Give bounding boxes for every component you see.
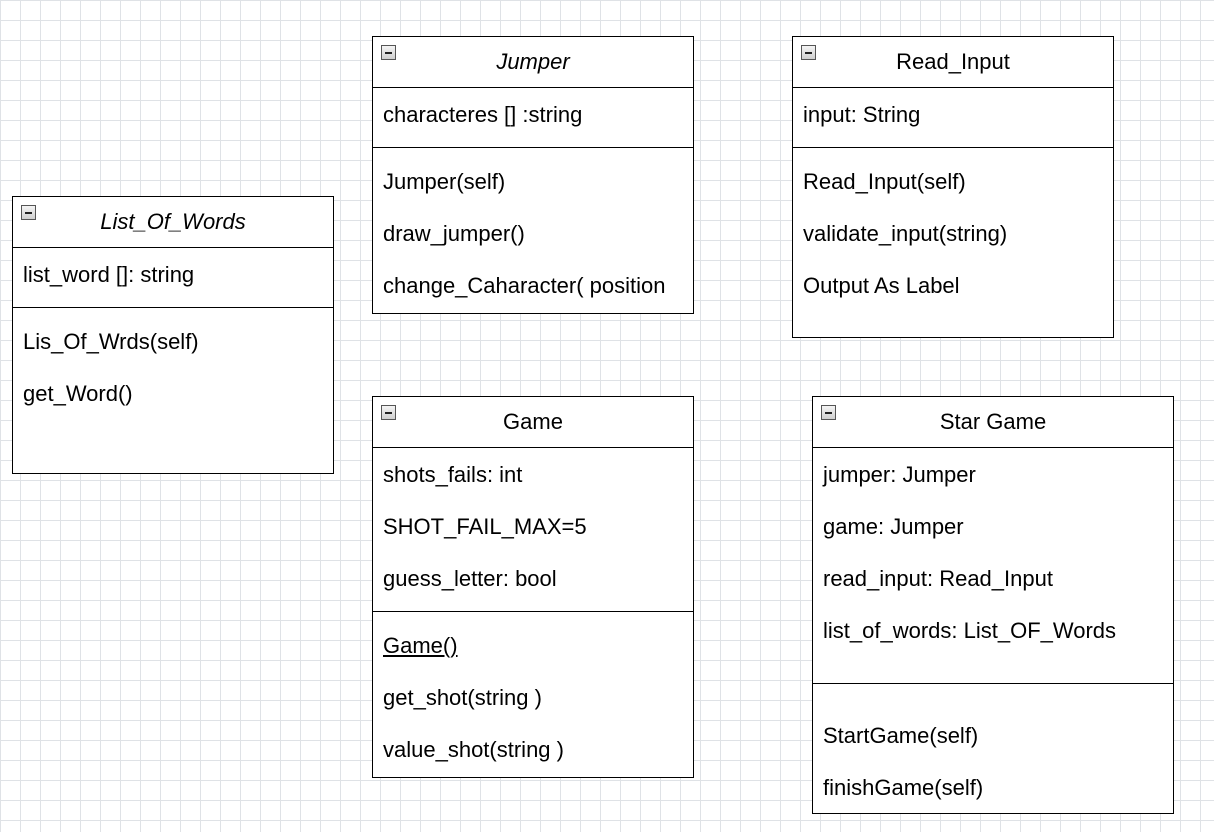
methods-section: Game() get_shot(string ) value_shot(stri… xyxy=(373,612,693,776)
attribute[interactable]: jumper: Jumper xyxy=(823,462,976,487)
method[interactable]: Lis_Of_Wrds(self) xyxy=(23,329,199,354)
class-header: Read_Input xyxy=(793,37,1113,88)
method[interactable]: change_Caharacter( position xyxy=(383,273,666,298)
attributes-section: characteres [] :string xyxy=(373,88,693,148)
class-name: Jumper xyxy=(496,49,570,74)
class-header: Jumper xyxy=(373,37,693,88)
attributes-section: list_word []: string xyxy=(13,248,333,308)
method[interactable]: value_shot(string ) xyxy=(383,737,564,762)
attribute[interactable]: game: Jumper xyxy=(823,514,964,539)
attribute[interactable]: SHOT_FAIL_MAX=5 xyxy=(383,514,587,539)
attribute[interactable]: list_word []: string xyxy=(23,262,195,287)
attributes-section: shots_fails: int SHOT_FAIL_MAX=5 guess_l… xyxy=(373,448,693,612)
method[interactable]: Game() xyxy=(383,633,458,658)
method[interactable]: Read_Input(self) xyxy=(803,169,966,194)
attributes-section: input: String xyxy=(793,88,1113,148)
attributes-section: jumper: Jumper game: Jumper read_input: … xyxy=(813,448,1173,684)
class-name: Game xyxy=(503,409,563,434)
attribute[interactable]: characteres [] :string xyxy=(383,102,583,127)
class-header: List_Of_Words xyxy=(13,197,333,248)
class-header: Star Game xyxy=(813,397,1173,448)
method[interactable]: finishGame(self) xyxy=(823,775,984,800)
methods-section: Jumper(self) draw_jumper() change_Cahara… xyxy=(373,148,693,312)
class-star-game[interactable]: Star Game jumper: Jumper game: Jumper re… xyxy=(812,396,1174,814)
class-game[interactable]: Game shots_fails: int SHOT_FAIL_MAX=5 gu… xyxy=(372,396,694,778)
methods-section: Read_Input(self) validate_input(string) … xyxy=(793,148,1113,312)
method[interactable]: get_shot(string ) xyxy=(383,685,542,710)
class-jumper[interactable]: Jumper characteres [] :string Jumper(sel… xyxy=(372,36,694,314)
methods-section: StartGame(self) finishGame(self) xyxy=(813,684,1173,813)
method[interactable]: Output As Label xyxy=(803,273,960,298)
attribute[interactable]: shots_fails: int xyxy=(383,462,523,487)
attribute[interactable]: list_of_words: List_OF_Words xyxy=(823,618,1117,643)
method[interactable]: StartGame(self) xyxy=(823,723,979,748)
attribute[interactable]: guess_letter: bool xyxy=(383,566,557,591)
class-list-of-words[interactable]: List_Of_Words list_word []: string Lis_O… xyxy=(12,196,334,474)
method[interactable]: get_Word() xyxy=(23,381,133,406)
methods-section: Lis_Of_Wrds(self) get_Word() xyxy=(13,308,333,420)
collapse-icon[interactable] xyxy=(381,405,396,420)
class-header: Game xyxy=(373,397,693,448)
attribute[interactable]: read_input: Read_Input xyxy=(823,566,1053,591)
class-name: Star Game xyxy=(939,409,1047,434)
collapse-icon[interactable] xyxy=(381,45,396,60)
collapse-icon[interactable] xyxy=(21,205,36,220)
class-name: Read_Input xyxy=(896,49,1010,74)
method[interactable]: Jumper(self) xyxy=(383,169,506,194)
method[interactable]: validate_input(string) xyxy=(803,221,1008,246)
class-name: List_Of_Words xyxy=(100,209,246,234)
method[interactable]: draw_jumper() xyxy=(383,221,525,246)
collapse-icon[interactable] xyxy=(821,405,836,420)
collapse-icon[interactable] xyxy=(801,45,816,60)
class-read-input[interactable]: Read_Input input: String Read_Input(self… xyxy=(792,36,1114,338)
attribute[interactable]: input: String xyxy=(803,102,921,127)
